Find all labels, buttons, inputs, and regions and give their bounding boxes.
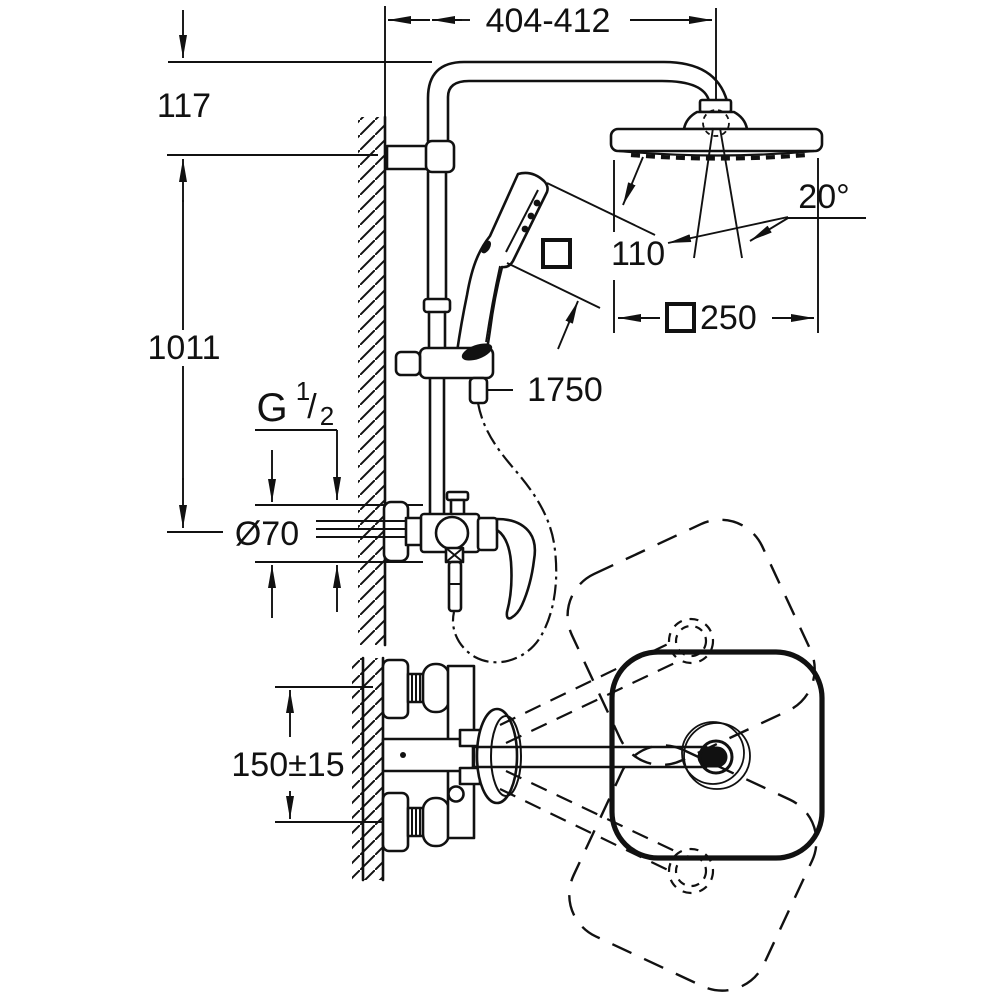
holder-knob (394, 350, 422, 377)
overhead-shower (609, 98, 824, 161)
mixer-valve (316, 490, 537, 620)
shower-arm-top-view (471, 721, 751, 790)
svg-text:/: / (307, 388, 317, 426)
hand-shower-button (480, 240, 492, 254)
hose-connector (468, 376, 489, 405)
square-symbol-icon (541, 238, 572, 269)
dim-head-shower-size: 250 (700, 299, 757, 337)
svg-text:2: 2 (320, 401, 334, 431)
hose-outlet (447, 560, 463, 613)
dim-arm-width: 404-412 (486, 2, 611, 40)
dim-escutcheon-diameter: Ø70 (235, 515, 299, 553)
shower-hose (451, 402, 558, 664)
wall-side-view (358, 115, 387, 647)
svg-text:G: G (256, 386, 287, 430)
hand-shower (455, 171, 549, 357)
ball-joint-dashed (702, 109, 730, 137)
hand-shower-holder (394, 343, 495, 405)
wall-bracket (385, 139, 456, 174)
square-symbol-icon (665, 302, 696, 333)
shower-arm (422, 60, 729, 517)
dimension-lines (167, 6, 717, 618)
dim-thread-size: G 1 / 2 (256, 376, 334, 431)
escutcheon (382, 500, 410, 563)
holder-disc (475, 707, 519, 805)
swivel-ghost-upper (566, 518, 816, 767)
spray-angle (667, 127, 866, 259)
hand-shower-dimension (506, 156, 656, 350)
dim-connection-spacing: 150±15 (231, 746, 344, 784)
svg-text:1: 1 (296, 376, 310, 406)
lever-handle (495, 517, 537, 620)
mixer-top-view (381, 658, 522, 853)
dim-top-offset: 117 (157, 87, 211, 125)
dim-swivel-angle: 20° (798, 178, 849, 216)
connection-spacing-dimension (275, 686, 382, 823)
swivel-range-ghosts (499, 518, 818, 992)
dim-rail-height: 1011 (147, 329, 220, 367)
dim-hose-length: 1750 (527, 371, 603, 409)
dim-hand-shower-size: 110 (611, 235, 665, 273)
swivel-ghost-lower (568, 744, 818, 992)
wall-top-view (352, 656, 385, 882)
head-shower-dimension (613, 158, 819, 333)
